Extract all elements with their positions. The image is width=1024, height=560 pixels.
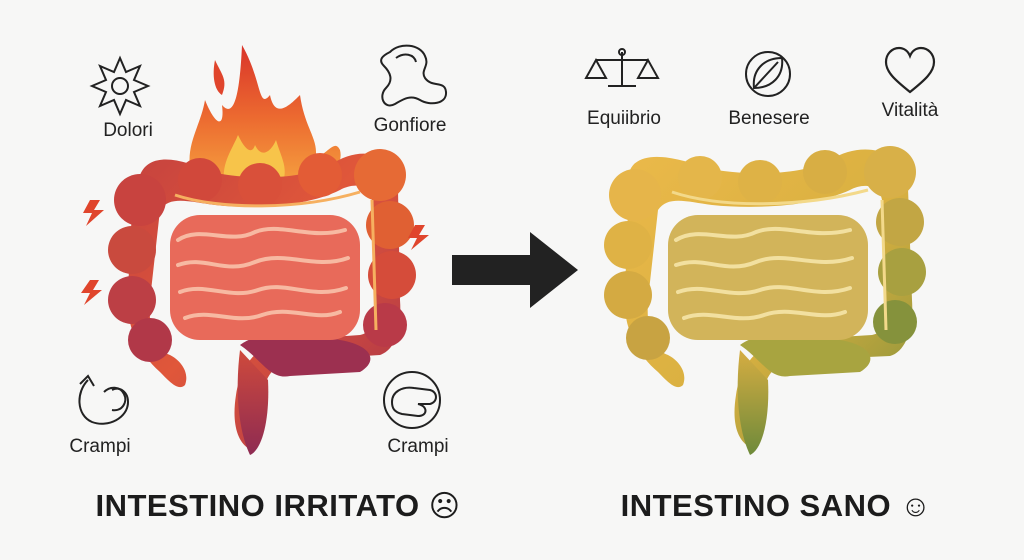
symptom-label-gonfiore: Gonfiore (373, 115, 447, 136)
leaf-icon (745, 51, 791, 97)
cramp-fist-icon (383, 371, 441, 429)
heart-icon (884, 46, 936, 94)
pain-star-icon (89, 55, 151, 117)
symptom-label-dolori: Dolori (103, 120, 153, 141)
title-irritated-text: INTESTINO IRRITATO (95, 488, 420, 523)
smile-face-icon: ☺ (900, 490, 932, 523)
lightning-icon (81, 200, 429, 305)
transition-arrow-icon (452, 232, 578, 308)
sad-face-icon: ☹ (428, 490, 461, 523)
title-healthy-text: INTESTINO SANO (620, 488, 892, 523)
healthy-colon (604, 146, 926, 455)
symptom-label-crampi-left: Crampi (69, 436, 131, 457)
title-irritated: INTESTINO IRRITATO ☹ (95, 488, 460, 524)
benefit-label-equilibrio: Equiibrio (587, 108, 661, 129)
irritated-colon (108, 149, 416, 455)
benefit-label-vitalita: Vitalità (881, 100, 939, 121)
bloating-icon (380, 44, 447, 107)
symptom-label-crampi-right: Crampi (387, 436, 449, 457)
benefit-label-benessere: Benesere (728, 108, 810, 129)
cramp-twist-icon (78, 374, 130, 425)
balance-scale-icon (584, 48, 660, 87)
title-healthy: INTESTINO SANO ☺ (621, 488, 932, 524)
